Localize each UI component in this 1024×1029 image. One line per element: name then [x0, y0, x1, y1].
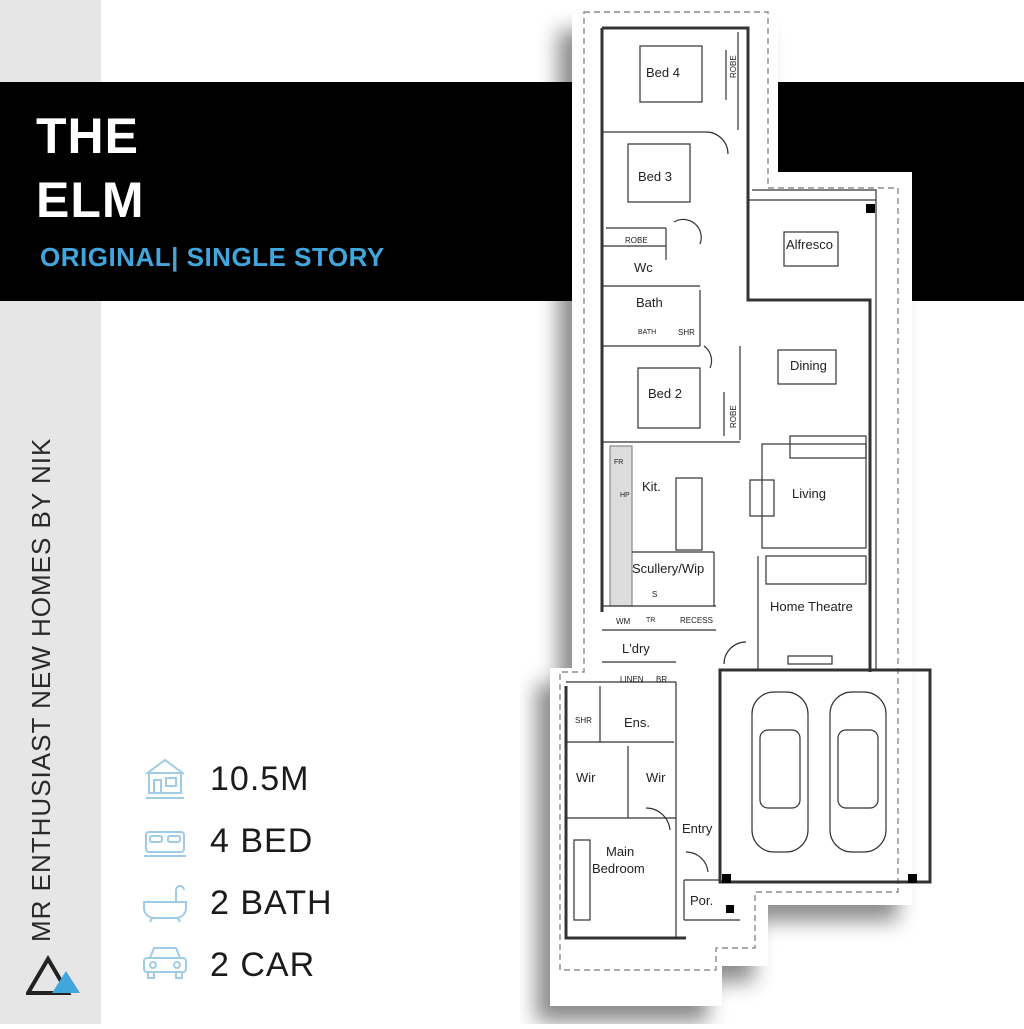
wm-label: WM — [616, 617, 631, 626]
shr-label: SHR — [678, 328, 695, 337]
room-bed3: Bed 3 — [638, 169, 672, 184]
tr-label: TR — [646, 617, 655, 624]
robe-label-bed2: ROBE — [729, 405, 738, 428]
room-main-bedroom-1: Main — [606, 844, 634, 859]
stat-beds-label: 4 BED — [210, 822, 314, 860]
room-wc: Wc — [634, 260, 653, 275]
fridge-label: FR — [614, 459, 623, 466]
room-alfresco: Alfresco — [786, 237, 833, 252]
linen-label: LINEN — [620, 675, 644, 684]
room-home-theatre: Home Theatre — [770, 599, 853, 614]
room-main-bedroom-2: Bedroom — [592, 861, 645, 876]
triangle-logo-icon — [24, 955, 82, 1000]
room-laundry: L'dry — [622, 641, 650, 656]
stat-width-label: 10.5M — [210, 760, 310, 798]
bed-icon — [140, 818, 190, 867]
brand-vertical-text: MR ENTHUSIAST NEW HOMES BY NIK — [26, 437, 56, 942]
plan-subtitle: ORIGINAL| SINGLE STORY — [40, 242, 385, 272]
car-icon — [140, 942, 190, 991]
robe-label: ROBE — [625, 236, 648, 245]
room-dining: Dining — [790, 358, 827, 373]
br-label: BR — [656, 675, 667, 684]
plan-title-line2: ELM — [36, 172, 145, 228]
stat-cars-label: 2 CAR — [210, 946, 316, 984]
house-width-icon — [140, 756, 190, 805]
room-wir-1: Wir — [576, 770, 596, 785]
room-bed2: Bed 2 — [648, 386, 682, 401]
ensuite-shr-label: SHR — [575, 716, 592, 725]
room-living: Living — [792, 486, 826, 501]
robe-label-bed4: ROBE — [729, 55, 738, 78]
hotplate-label: HP — [620, 492, 630, 499]
room-wir-2: Wir — [646, 770, 666, 785]
sink-label: S — [652, 590, 657, 599]
plan-title-line1: THE — [36, 108, 139, 164]
room-bed4: Bed 4 — [646, 65, 680, 80]
bath-small-label: BATH — [638, 329, 656, 336]
stat-baths-label: 2 BATH — [210, 884, 333, 922]
floor-plan: Bed 4 Bed 3 Bed 2 ROBE Wc Bath BATH SHR … — [520, 0, 1020, 1024]
room-bath: Bath — [636, 295, 663, 310]
room-ensuite: Ens. — [624, 715, 650, 730]
room-scullery: Scullery/Wip — [632, 561, 704, 576]
bathtub-icon — [140, 880, 190, 929]
recess-label: RECESS — [680, 616, 713, 625]
room-porch: Por. — [690, 893, 713, 908]
room-kitchen: Kit. — [642, 479, 661, 494]
room-entry: Entry — [682, 821, 713, 836]
